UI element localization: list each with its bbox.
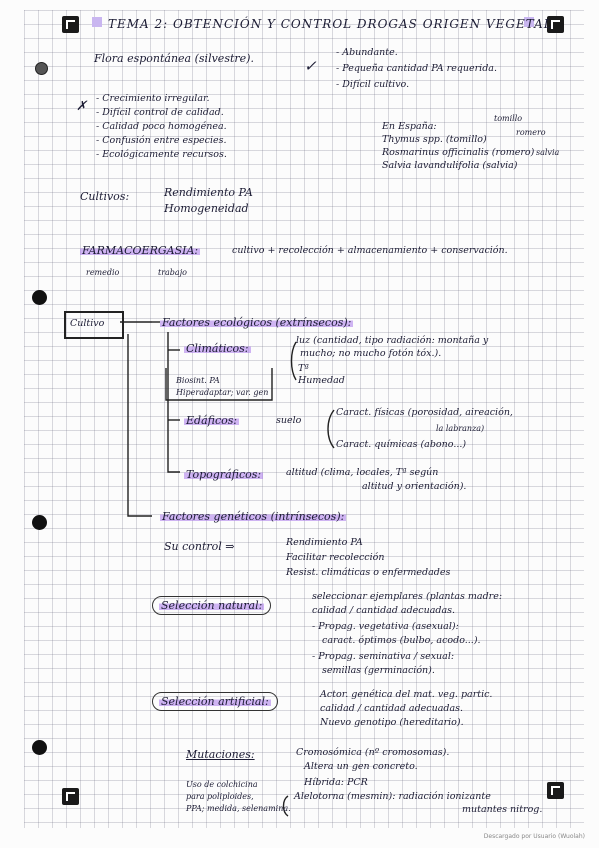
mutaciones-line: mutantes nitrog. — [462, 804, 543, 815]
cultivos-item: Rendimiento PA — [164, 186, 253, 199]
flora-con: - Calidad poco homogénea. — [96, 121, 227, 132]
climaticos-detail: luz (cantidad, tipo radiación: montaña y — [296, 335, 489, 346]
purple-square-icon — [92, 17, 102, 27]
seleccion-artificial-title: Selección artificial: — [152, 692, 278, 711]
mutaciones-line: Híbrida: PCR — [304, 777, 368, 788]
intrinsic-heading: Factores genéticos (intrínsecos): — [160, 510, 347, 523]
download-footer: Descargado por Usuario (Wuolah) — [483, 833, 585, 840]
page-title: TEMA 2: OBTENCIÓN Y CONTROL DROGAS ORIGE… — [108, 17, 553, 31]
seleccion-artificial-line: Actor. genética del mat. veg. partic. — [320, 689, 493, 700]
cultivo-root-box — [64, 311, 124, 339]
mutaciones-note: para poliploides, — [186, 792, 254, 801]
climaticos-label: Climáticos: — [184, 342, 251, 355]
topograficos-label-text: Topográficos: — [184, 468, 264, 481]
seleccion-natural-line: seleccionar ejemplares (plantas madre: — [312, 591, 503, 602]
intrinsic-heading-text: Factores genéticos (intrínsecos): — [160, 510, 347, 523]
seleccion-artificial-line: Nuevo genotipo (hereditario). — [320, 717, 464, 728]
control-item: Rendimiento PA — [286, 537, 363, 548]
spain-species: Rosmarinus officinalis (romero) — [382, 147, 535, 158]
check-icon: ✓ — [304, 57, 317, 75]
cultivo-root: Cultivo — [70, 318, 105, 329]
seleccion-artificial-line: calidad / cantidad adecuadas. — [320, 703, 464, 714]
mutaciones-line: Altera un gen concreto. — [304, 761, 418, 772]
seleccion-natural-line: calidad / cantidad adecuadas. — [312, 605, 456, 616]
seleccion-natural-title-text: Selección natural: — [159, 599, 265, 612]
mutaciones-line: Alelotorna (mesmin): radiación ionizante — [294, 791, 491, 802]
edaficos-detail: Caract. físicas (porosidad, aireación, — [336, 407, 513, 418]
spain-species: Thymus spp. (tomillo) — [382, 134, 487, 145]
mutaciones-line: Cromosómica (nº cromosomas). — [296, 747, 450, 758]
edaficos-label: Edáficos: — [184, 414, 240, 427]
seleccion-natural-line: - Propag. seminativa / sexual: — [312, 651, 455, 662]
extrinsic-heading: Factores ecológicos (extrínsecos): — [160, 316, 354, 329]
spain-note: tomillo — [494, 114, 523, 123]
topograficos-label: Topográficos: — [184, 468, 264, 481]
farmacoergasia-sub-right: trabajo — [158, 268, 187, 277]
brand-logo-icon — [62, 16, 79, 33]
flora-heading: Flora espontánea (silvestre). — [94, 52, 254, 65]
cultivos-item: Homogeneidad — [164, 202, 249, 215]
control-item: Facilitar recolección — [286, 552, 385, 563]
biosint-note: Hiperadaptar; var. gen — [176, 388, 269, 397]
biosint-note: Biosint. PA — [176, 376, 220, 385]
cross-icon: ✗ — [76, 99, 87, 114]
graph-paper-grid — [24, 10, 584, 828]
edaficos-detail: Caract. químicas (abono...) — [336, 439, 467, 450]
edaficos-detail: la labranza) — [436, 424, 485, 433]
control-item: Resist. climáticas o enfermedades — [286, 567, 451, 578]
farmacoergasia-sub-left: remedio — [86, 268, 120, 277]
seleccion-natural-line: semillas (germinación). — [322, 665, 435, 676]
mutaciones-note: PPA; medida, selenamina. — [186, 804, 291, 813]
flora-con: - Confusión entre especies. — [96, 135, 227, 146]
seleccion-natural-title: Selección natural: — [152, 596, 272, 615]
brand-logo-icon — [62, 788, 79, 805]
binder-hole — [32, 740, 47, 755]
farmacoergasia-definition: cultivo + recolección + almacenamiento +… — [232, 245, 508, 256]
mutaciones-note: Uso de colchicina — [186, 780, 258, 789]
extrinsic-heading-text: Factores ecológicos (extrínsecos): — [160, 316, 354, 329]
climaticos-detail: mucho; no mucho fotón tóx.). — [300, 348, 442, 359]
seleccion-natural-line: - Propag. vegetativa (asexual): — [312, 621, 459, 632]
topograficos-detail: altitud y orientación). — [362, 481, 467, 492]
climaticos-detail: Humedad — [298, 375, 345, 386]
seleccion-natural-line: caract. óptimos (bulbo, acodo...). — [322, 635, 481, 646]
farmacoergasia-term-text: FARMACOERGASIA: — [80, 244, 201, 257]
binder-hole — [32, 290, 47, 305]
climaticos-detail: Tª — [298, 363, 309, 374]
flora-con: - Crecimiento irregular. — [96, 93, 210, 104]
mutaciones-title: Mutaciones: — [186, 748, 255, 761]
flora-pro: - Pequeña cantidad PA requerida. — [336, 63, 497, 74]
pin-icon — [35, 62, 48, 75]
spain-note: salvia — [536, 148, 560, 157]
spain-title: En España: — [382, 121, 437, 132]
topograficos-detail: altitud (clima, locales, Tª según — [286, 467, 439, 478]
flora-con: - Difícil control de calidad. — [96, 107, 224, 118]
brand-logo-icon — [547, 782, 564, 799]
spain-note: romero — [516, 128, 546, 137]
control-label: Su control ⇒ — [164, 540, 235, 553]
purple-square-icon — [524, 17, 534, 27]
climaticos-label-text: Climáticos: — [184, 342, 251, 355]
cultivos-heading: Cultivos: — [80, 190, 130, 203]
spain-species: Salvia lavandulifolia (salvia) — [382, 160, 518, 171]
edaficos-label-text: Edáficos: — [184, 414, 240, 427]
flora-con: - Ecológicamente recursos. — [96, 149, 227, 160]
flora-pro: - Abundante. — [336, 47, 398, 58]
farmacoergasia-term: FARMACOERGASIA: — [80, 244, 201, 257]
flora-pro: - Difícil cultivo. — [336, 79, 410, 90]
brand-logo-icon — [547, 16, 564, 33]
seleccion-artificial-title-text: Selección artificial: — [159, 695, 271, 708]
edaficos-detail: suelo — [276, 415, 302, 426]
binder-hole — [32, 515, 47, 530]
